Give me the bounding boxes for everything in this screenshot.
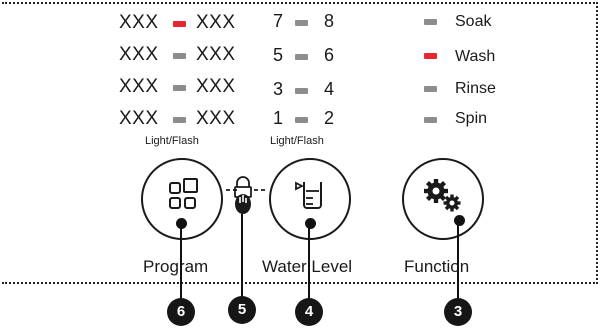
level-light-flash-label: Light/Flash (270, 135, 324, 147)
program-name-right: XXX (196, 44, 236, 65)
program-name-left: XXX (119, 12, 159, 33)
leader-line-water-level (308, 222, 310, 302)
program-name-right: XXX (196, 12, 236, 33)
leader-line-child-lock (241, 214, 243, 298)
callout-4: 4 (295, 298, 323, 326)
function-label-soak: Soak (455, 13, 492, 30)
program-grid-icon (168, 177, 198, 209)
water-level-icon (294, 181, 322, 209)
leader-line-program (180, 222, 182, 300)
program-led-active (173, 21, 186, 27)
level-led (295, 88, 308, 94)
program-light-flash-label: Light/Flash (145, 135, 199, 147)
program-led (173, 53, 186, 59)
level-low: 7 (273, 11, 284, 31)
lock-icon (234, 176, 252, 214)
function-led-rinse (424, 86, 437, 92)
program-name-right: XXX (196, 76, 236, 97)
program-led (173, 85, 186, 91)
level-low: 1 (273, 108, 284, 128)
function-button-label: Function (404, 257, 470, 276)
control-panel-outline (2, 2, 598, 284)
function-label-spin: Spin (455, 110, 488, 127)
level-low: 5 (273, 45, 284, 65)
callout-6: 6 (167, 298, 195, 326)
leader-line-function (457, 220, 459, 302)
function-button[interactable] (402, 158, 484, 240)
level-led (295, 20, 308, 26)
program-led (173, 117, 186, 123)
program-name-left: XXX (119, 108, 159, 129)
function-label-wash: Wash (455, 48, 496, 65)
level-led (295, 117, 308, 123)
program-name-left: XXX (119, 76, 159, 97)
function-led-soak (424, 19, 437, 25)
level-led (295, 54, 308, 60)
level-low: 3 (273, 79, 284, 99)
child-lock-link (226, 189, 268, 191)
function-led-spin (424, 117, 437, 123)
gears-icon (423, 178, 460, 211)
program-name-left: XXX (119, 44, 159, 65)
level-high: 8 (324, 11, 335, 31)
function-button-dot (454, 215, 465, 226)
water-level-button-dot (305, 218, 316, 229)
callout-3: 3 (444, 298, 472, 326)
water-level-button[interactable] (269, 158, 351, 240)
callout-5: 5 (228, 296, 256, 324)
water-level-button-label: Water Level (262, 257, 353, 276)
program-name-right: XXX (196, 108, 236, 129)
level-high: 4 (324, 79, 335, 99)
program-button[interactable] (141, 158, 223, 240)
child-lock-hotspot[interactable] (230, 178, 254, 214)
function-label-rinse: Rinse (455, 80, 496, 97)
level-high: 6 (324, 45, 335, 65)
program-button-label: Program (143, 257, 209, 276)
function-led-wash (424, 53, 437, 59)
level-high: 2 (324, 108, 335, 128)
